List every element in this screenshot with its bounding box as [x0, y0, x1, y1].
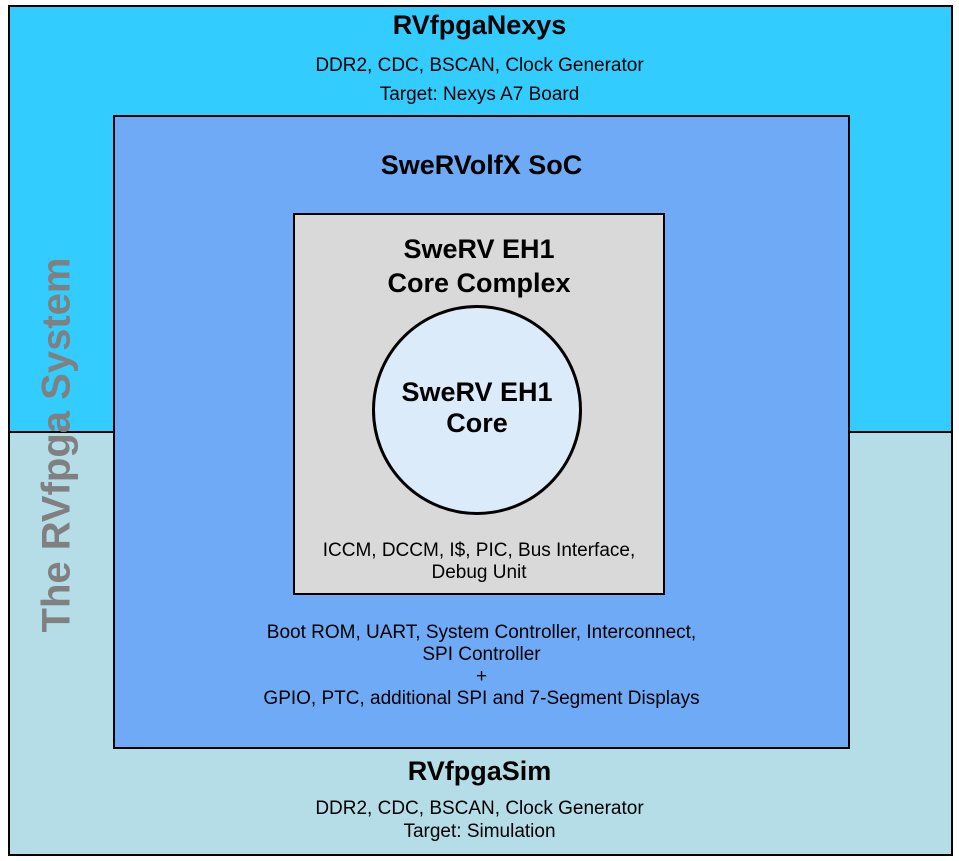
core-complex-title-line1: SweRV EH1	[403, 234, 555, 264]
core-complex-components-line1: ICCM, DCCM, I$, PIC, Bus Interface,	[322, 540, 636, 561]
soc-peripherals-line1: Boot ROM, UART, System Controller, Inter…	[266, 622, 697, 643]
nexys-title: RVfpgaNexys	[392, 10, 567, 40]
nexys-target: Target: Nexys A7 Board	[379, 84, 580, 105]
soc-peripherals-plus: +	[475, 666, 488, 687]
soc-peripherals-line4: GPIO, PTC, additional SPI and 7-Segment …	[263, 688, 700, 709]
core-complex-title-line2: Core Complex	[387, 268, 571, 298]
soc-title: SweRVolfX SoC	[380, 150, 583, 180]
core-complex-components: ICCM, DCCM, I$, PIC, Bus Interface, Debu…	[293, 540, 665, 584]
core-complex-title: SweRV EH1 Core Complex	[293, 232, 665, 300]
soc-peripherals-line2: SPI Controller	[422, 644, 541, 665]
sim-target: Target: Simulation	[403, 821, 556, 842]
core-title: SweRV EH1 Core	[372, 377, 582, 439]
soc-peripherals: Boot ROM, UART, System Controller, Inter…	[113, 622, 850, 710]
core-complex-components-line2: Debug Unit	[431, 562, 527, 583]
system-label: The RVfpga System	[34, 257, 79, 633]
sim-title: RVfpgaSim	[407, 756, 552, 786]
core-title-line2: Core	[446, 408, 508, 438]
nexys-components: DDR2, CDC, BSCAN, Clock Generator	[315, 55, 644, 76]
sim-components: DDR2, CDC, BSCAN, Clock Generator	[315, 798, 644, 819]
swerv-core-circle	[372, 305, 582, 515]
core-title-line1: SweRV EH1	[401, 377, 553, 407]
